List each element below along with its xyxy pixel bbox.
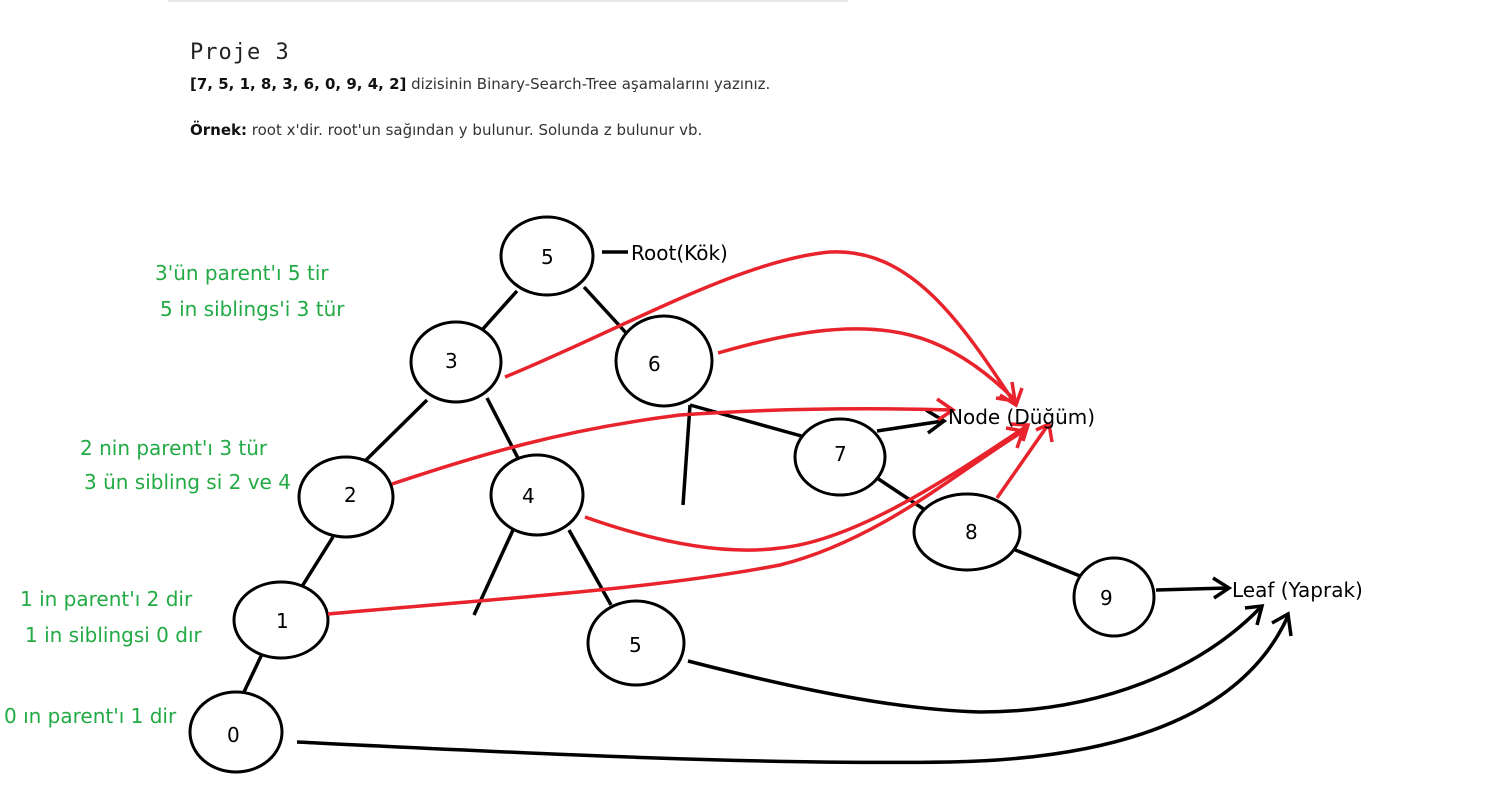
edge-6-7 — [689, 403, 806, 439]
node-8-circle — [912, 492, 1022, 572]
node-5b-label: 5 — [629, 633, 642, 657]
node-3-label: 3 — [445, 349, 458, 373]
node-1-label: 1 — [276, 609, 289, 633]
red-arrow-4-head — [1009, 422, 1031, 442]
node-8-label: 8 — [965, 520, 978, 544]
node-5-label: 5 — [541, 245, 554, 269]
edge-5-6 — [582, 285, 630, 337]
node-9-label: 9 — [1100, 586, 1113, 610]
page-title: Proje 3 — [190, 40, 290, 65]
edge-2-1 — [299, 536, 335, 589]
example-line: Örnek: root x'dir. root'un sağından y bu… — [190, 121, 770, 139]
red-arrows — [327, 250, 1054, 616]
edge-1-0 — [241, 651, 265, 695]
node-5-circle — [499, 215, 595, 297]
edge-3-2 — [360, 398, 429, 466]
array-text: [7, 5, 1, 8, 3, 6, 0, 9, 4, 2] — [190, 75, 407, 93]
edge-4-5 — [567, 529, 613, 606]
node-0-label: 0 — [227, 723, 240, 747]
edge-8-9 — [1012, 547, 1086, 580]
example-label: Örnek: — [190, 121, 247, 139]
arrow-0-to-leaf — [296, 615, 1290, 765]
tree-nodes — [188, 215, 1156, 774]
node-3-circle — [409, 320, 503, 404]
red-arrow-1 — [327, 430, 1023, 616]
example-text: root x'dir. root'un sağından y bulunur. … — [246, 121, 703, 139]
red-arrow-1-head — [1005, 426, 1026, 449]
note-c1: 1 in parent'ı 2 dir — [20, 587, 193, 611]
red-arrow-3 — [504, 250, 1017, 405]
edge-7-8 — [876, 476, 926, 512]
assignment-header: Proje 3 [7, 5, 1, 8, 3, 6, 0, 9, 4, 2] d… — [190, 40, 770, 139]
node-4-label: 4 — [522, 484, 535, 508]
node-6-circle — [614, 314, 714, 408]
red-arrow-4 — [584, 424, 1028, 552]
node-2-circle — [297, 455, 395, 539]
edge-3-4 — [485, 397, 522, 463]
red-arrow-2 — [391, 407, 953, 486]
node-0-circle — [188, 690, 284, 774]
node-6-label: 6 — [648, 352, 661, 376]
root-label: Root(Kök) — [631, 241, 728, 265]
node-5b-circle — [586, 599, 686, 687]
node-2-label: 2 — [344, 483, 357, 507]
node-4-circle — [489, 453, 585, 537]
note-a1: 3'ün parent'ı 5 tir — [155, 261, 329, 285]
note-b1: 2 nin parent'ı 3 tür — [80, 436, 268, 460]
note-a2: 5 in siblings'i 3 tür — [160, 297, 345, 321]
leaf-label: Leaf (Yaprak) — [1232, 578, 1363, 602]
edge-5-3 — [480, 289, 519, 332]
note-b2: 3 ün sibling si 2 ve 4 — [84, 470, 291, 494]
node-7-label: 7 — [834, 442, 847, 466]
edge-6-stub — [681, 404, 692, 506]
arrow-9-to-leaf — [1155, 586, 1229, 592]
node-9-circle — [1072, 556, 1156, 638]
red-arrow-8-head — [1035, 421, 1054, 443]
note-d1: 0 ın parent'ı 1 dir — [4, 704, 177, 728]
note-c2: 1 in siblingsi 0 dır — [25, 623, 202, 647]
assignment-description: [7, 5, 1, 8, 3, 6, 0, 9, 4, 2] dizisinin… — [190, 75, 770, 93]
node-1-circle — [232, 580, 330, 660]
arrow-9-to-leaf-head — [1212, 576, 1233, 600]
black-arrows — [296, 408, 1293, 765]
red-arrow-6 — [717, 327, 1017, 402]
top-divider — [168, 0, 848, 2]
red-arrow-6-head — [995, 381, 1018, 404]
arrow-5b-to-leaf-head — [1244, 603, 1265, 626]
arrow-0-to-leaf-head — [1271, 611, 1293, 637]
red-arrow-8 — [995, 423, 1050, 500]
arrow-7-to-node — [876, 419, 944, 433]
tree-edges — [241, 250, 1086, 695]
description-text: dizisinin Binary-Search-Tree aşamalarını… — [406, 75, 771, 93]
red-arrow-2-head — [936, 397, 957, 422]
node-label: Node (Düğüm) — [948, 405, 1095, 429]
arrow-5b-to-leaf — [687, 605, 1263, 714]
node-7-circle — [793, 417, 887, 497]
arrow-7-to-node-head — [925, 408, 948, 435]
